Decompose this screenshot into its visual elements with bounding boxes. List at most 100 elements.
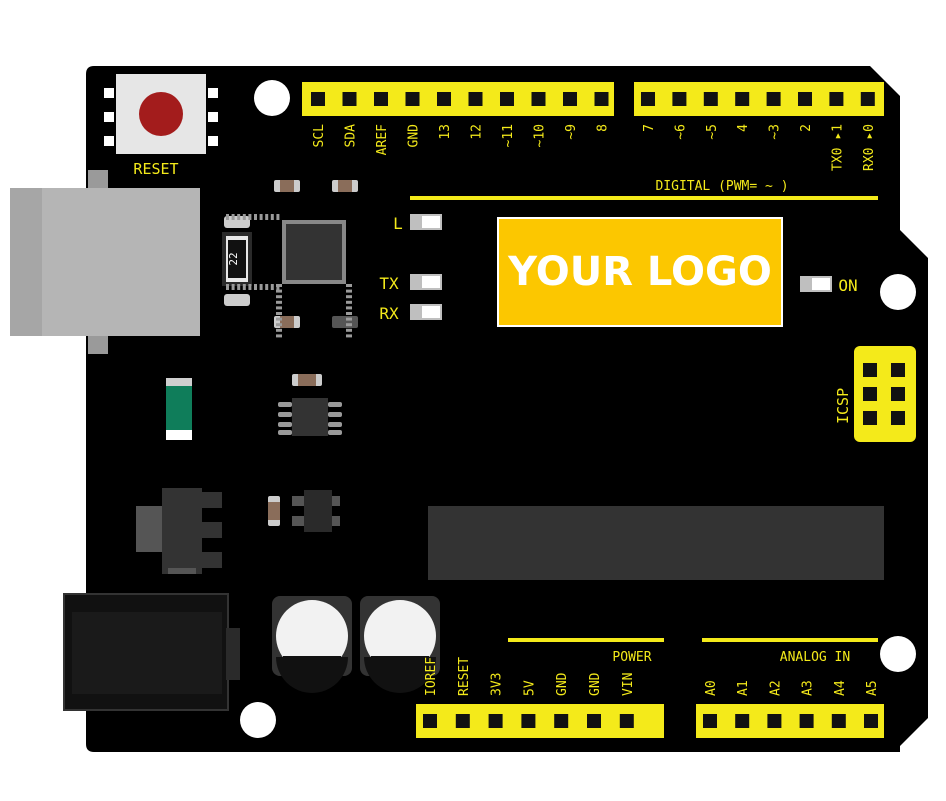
- header-pin[interactable]: [641, 92, 655, 106]
- chip-pin: [278, 402, 292, 407]
- chip-pin: [276, 312, 282, 315]
- header-pin[interactable]: [468, 92, 483, 106]
- chip-pin: [265, 214, 269, 220]
- icsp-pin[interactable]: [863, 411, 877, 425]
- chip-pin: [276, 323, 282, 327]
- analog-header: [696, 704, 884, 738]
- header-pin[interactable]: [554, 714, 569, 728]
- chip-pin: [328, 412, 342, 417]
- header-pin[interactable]: [735, 714, 750, 728]
- chip-pin: [276, 317, 282, 321]
- chip-pin: [276, 214, 280, 220]
- chip-pin: [276, 284, 280, 290]
- header-pin[interactable]: [594, 92, 609, 106]
- pin-label: A3: [801, 680, 816, 696]
- header-pin[interactable]: [829, 92, 844, 106]
- header-pin[interactable]: [798, 92, 812, 106]
- header-pin[interactable]: [455, 714, 470, 728]
- header-pin[interactable]: [521, 714, 536, 728]
- led-l-label: L: [393, 214, 403, 233]
- op-amp-chip: [278, 398, 342, 436]
- header-pin[interactable]: [531, 92, 546, 106]
- header-pin[interactable]: [831, 714, 846, 728]
- header-pin[interactable]: [766, 92, 781, 106]
- chip-pin: [237, 214, 241, 220]
- icsp-header: [854, 346, 916, 442]
- logo-text: YOUR LOGO: [507, 249, 772, 295]
- chip-pin: [226, 284, 229, 290]
- chip-pin: [328, 430, 342, 435]
- header-pin[interactable]: [500, 92, 514, 106]
- chip-pin: [237, 284, 241, 290]
- chip-pin: [270, 214, 274, 220]
- pin-label: 2: [799, 124, 814, 132]
- pin-label: TX0 ▸1: [830, 124, 845, 171]
- icsp-pin[interactable]: [891, 411, 905, 425]
- capacitor: [332, 316, 358, 328]
- capacitor: [268, 496, 280, 526]
- header-pin[interactable]: [405, 92, 420, 106]
- header-pin[interactable]: [864, 714, 878, 728]
- chip-pin: [346, 323, 352, 327]
- pin-label: 3V3: [490, 673, 505, 696]
- header-pin[interactable]: [703, 92, 718, 106]
- pin-label: ~10: [533, 124, 548, 147]
- header-pin[interactable]: [587, 714, 601, 728]
- header-pin[interactable]: [488, 714, 503, 728]
- chip-pin: [346, 328, 352, 332]
- header-pin[interactable]: [703, 714, 717, 728]
- pin-label: A0: [704, 680, 719, 696]
- chip-pin: [276, 306, 282, 310]
- icsp-pin[interactable]: [891, 363, 905, 377]
- usb-connector: [10, 170, 200, 354]
- header-pin[interactable]: [672, 92, 687, 106]
- header-pin[interactable]: [799, 714, 814, 728]
- header-pin[interactable]: [860, 92, 875, 106]
- icsp-pin[interactable]: [891, 387, 905, 401]
- capacitor: [274, 180, 300, 192]
- pin-label: 12: [470, 124, 485, 140]
- pin-label: ~5: [705, 124, 720, 140]
- header-pin[interactable]: [374, 92, 388, 106]
- pin-label: A1: [736, 680, 751, 696]
- header-pin[interactable]: [619, 714, 634, 728]
- header-pin[interactable]: [767, 714, 782, 728]
- pin-label: ~3: [768, 124, 783, 140]
- chip-pin: [276, 328, 282, 332]
- resistor-array: [222, 232, 252, 286]
- digital-header-right: [634, 82, 884, 116]
- header-pin[interactable]: [342, 92, 357, 106]
- pin-label: A5: [865, 680, 880, 696]
- led-on-label: ON: [838, 276, 857, 295]
- chip-pin: [270, 284, 274, 290]
- icsp-pin[interactable]: [863, 387, 877, 401]
- pin-label: RX0 ▸0: [862, 124, 877, 171]
- electrolytic-capacitor: [272, 596, 352, 693]
- pin-label: IOREF: [424, 657, 439, 696]
- chip-pin: [254, 214, 257, 220]
- resistor: [224, 294, 250, 306]
- chip-pin: [276, 334, 282, 338]
- header-pin[interactable]: [423, 714, 437, 728]
- header-pin[interactable]: [563, 92, 577, 106]
- header-pin[interactable]: [735, 92, 750, 106]
- pin-label: 13: [438, 124, 453, 140]
- chip-pin: [328, 422, 342, 427]
- chip-pin: [346, 312, 352, 315]
- chip-pin: [278, 412, 292, 417]
- chip-pin: [231, 214, 235, 220]
- header-pin[interactable]: [437, 92, 451, 106]
- mounting-hole: [880, 636, 916, 672]
- led-on: [800, 276, 832, 292]
- chip-pin: [248, 214, 252, 220]
- voltage-regulator: [136, 488, 222, 574]
- chip-pin: [226, 214, 229, 220]
- header-pin[interactable]: [311, 92, 325, 106]
- icsp-label: ICSP: [834, 388, 852, 424]
- icsp-pin[interactable]: [863, 363, 877, 377]
- reset-button[interactable]: [104, 74, 218, 154]
